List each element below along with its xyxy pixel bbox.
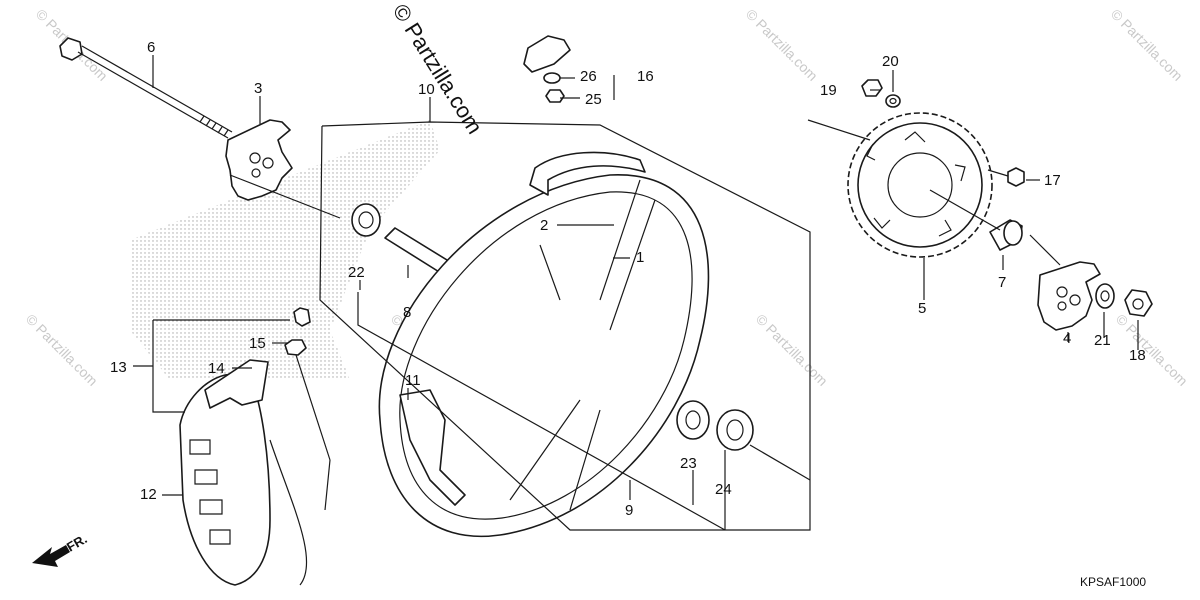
callout-7: 7 [998,274,1006,291]
callout-18: 18 [1129,347,1146,364]
callout-14: 14 [208,360,225,377]
callout-22: 22 [348,264,365,281]
watermark-faint: © Partzilla.com [743,6,821,84]
part-4-adjuster-plate [1037,261,1101,331]
callout-13: 13 [110,359,127,376]
callout-12: 12 [140,486,157,503]
watermark-faint: © Partzilla.com [23,311,101,389]
callout-2: 2 [540,217,548,234]
part-1-rim [378,174,710,538]
part-15-valve [284,307,331,511]
part-22-bearing [351,203,381,237]
part-18-axle-nut [1124,289,1153,317]
part-19-nut [861,79,883,97]
leader-lines [133,55,1139,531]
shading-area [130,120,440,380]
part-24-seal [716,409,754,451]
callout-15: 15 [249,335,266,352]
part-11-rim-strip [399,389,466,506]
callout-5: 5 [918,300,926,317]
part-2-rim-band [529,151,646,196]
part-6-axle [59,37,233,139]
callout-1: 1 [636,249,644,266]
part-12-tire [179,371,308,586]
callout-16: 16 [637,68,654,85]
callout-4: 4 [1063,330,1071,347]
callout-6: 6 [147,39,155,56]
partzilla-watermark: © Partzilla.com [388,0,488,138]
callout-20: 20 [882,53,899,70]
callout-24: 24 [715,481,732,498]
arrow-left-icon [32,545,70,567]
callouts: 6 3 10 16 26 25 2 1 22 8 11 23 24 9 20 1… [110,39,1146,519]
callout-23: 23 [680,455,697,472]
part-5-sprocket [847,112,993,258]
part-21-washer [1095,283,1115,309]
part-17-bolt [987,167,1025,187]
callout-17: 17 [1044,172,1061,189]
watermark-faint: © Partzilla.com [1113,311,1191,389]
callout-9: 9 [625,502,633,519]
part-20-washer [885,94,901,108]
part-14-tube [204,359,269,409]
part-7-collar [989,219,1023,251]
watermark-faint: © Partzilla.com [753,311,831,389]
front-direction-indicator: FR. [32,531,90,567]
callout-21: 21 [1094,332,1111,349]
watermark-faint: © Partzilla.com [1108,6,1186,84]
part-16-cap-set [523,35,571,103]
part-23-bearing [676,400,710,440]
callout-11: 11 [405,372,421,389]
callout-25: 25 [585,91,602,108]
callout-10: 10 [418,81,435,98]
callout-8: 8 [403,304,411,321]
callout-26: 26 [580,68,597,85]
diagram-code: KPSAF1000 [1080,575,1146,589]
callout-3: 3 [254,80,262,97]
callout-19: 19 [820,82,837,99]
